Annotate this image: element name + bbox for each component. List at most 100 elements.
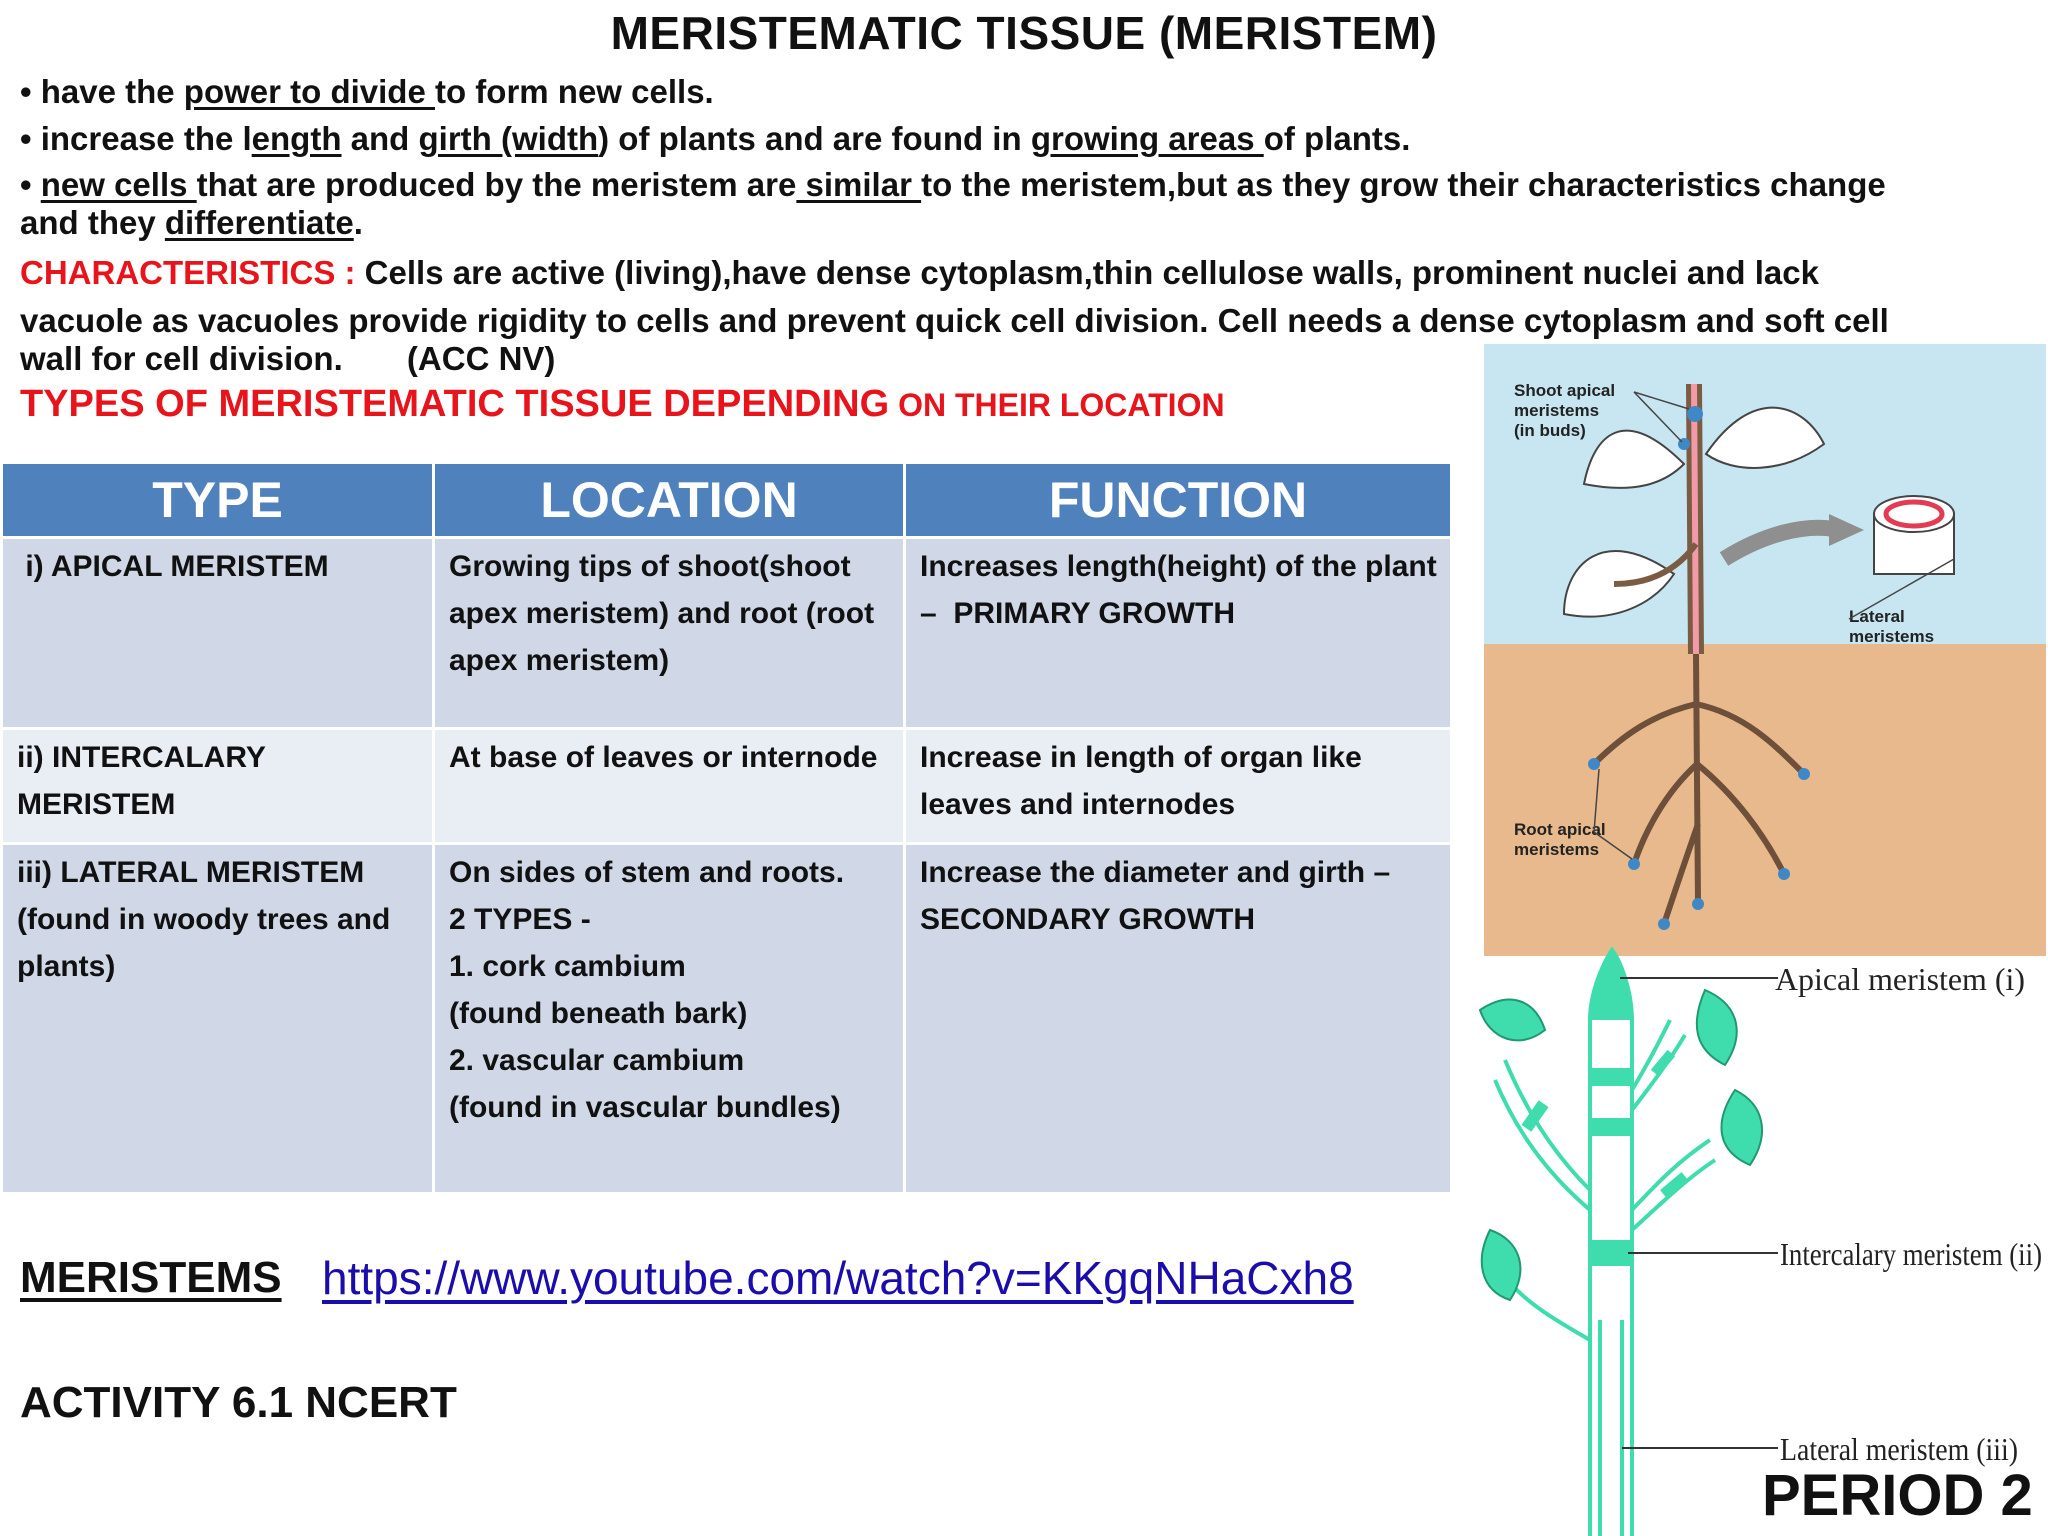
underlined-term: differentiate xyxy=(164,204,354,241)
root-label-line: meristems xyxy=(1514,840,1599,859)
bullet-text: . xyxy=(353,204,363,241)
intercalary-meristem-label: Intercalary meristem (ii) xyxy=(1780,1236,2042,1272)
arrow-head-icon xyxy=(1829,514,1864,546)
types-heading-sub: ON THEIR LOCATION xyxy=(889,387,1225,423)
soil-background xyxy=(1484,644,2046,956)
diagram-labels: Apical meristem (i) Intercalary meristem… xyxy=(1775,961,2042,1467)
bullet-text: ) of plants and are found in xyxy=(598,120,1031,157)
activity-label: ACTIVITY 6.1 NCERT xyxy=(20,1378,457,1427)
cell-type: iii) LATERAL MERISTEM (found in woody tre… xyxy=(0,842,435,1195)
arrow-icon xyxy=(1719,519,1836,566)
cell-line: SECONDARY GROWTH xyxy=(920,903,1256,936)
leaf-icons xyxy=(1478,988,1763,1302)
cell-line: apex meristem) and root (root xyxy=(449,597,875,630)
cell-line: Increases length(height) of the plant xyxy=(920,550,1437,583)
root-label-line: Root apical xyxy=(1514,820,1606,839)
types-heading-main: TYPES OF MERISTEMATIC TISSUE DEPENDING xyxy=(20,383,890,425)
characteristics-line-2: vacuole as vacuoles provide rigidity to … xyxy=(20,302,1889,339)
meristem-types-table: TYPE LOCATION FUNCTION i) APICAL MERISTE… xyxy=(0,461,1453,1195)
apical-meristem-label: Apical meristem (i) xyxy=(1775,961,2025,997)
cell-line: 2 TYPES - xyxy=(449,903,591,936)
plant-meristem-illustration: Shoot apical meristems (in buds) Lateral… xyxy=(1484,344,2046,956)
bullet-text: of plants. xyxy=(1263,120,1411,157)
bullet-power-to-divide: • have the power to divide to form new c… xyxy=(20,72,2030,111)
bullet-new-cells: • new cells that are produced by the mer… xyxy=(20,166,2030,242)
cell-type: ii) INTERCALARY MERISTEM xyxy=(0,727,435,845)
bullet-text: and they xyxy=(20,204,165,241)
cell-line: iii) LATERAL MERISTEM xyxy=(17,856,365,889)
cell-line: Growing tips of shoot(shoot xyxy=(449,550,851,583)
underlined-term: new cells xyxy=(40,166,197,203)
cell-line: i) APICAL MERISTEM xyxy=(17,550,329,583)
types-heading: TYPES OF MERISTEMATIC TISSUE DEPENDING O… xyxy=(20,383,1225,426)
meristem-bands xyxy=(1521,950,1688,1266)
table-row: i) APICAL MERISTEM Growing tips of shoot… xyxy=(0,536,1453,730)
cell-line: 2. vascular cambium xyxy=(449,1044,745,1077)
bullet-text: • have the xyxy=(20,73,184,110)
cell-line: Increase in length of organ like xyxy=(920,741,1362,774)
lateral-label-line: meristems xyxy=(1849,627,1934,646)
cell-line: ii) INTERCALARY MERISTEM xyxy=(17,741,266,821)
lateral-meristem-strip xyxy=(1691,383,1699,655)
leaf-icon xyxy=(1704,406,1826,469)
cell-line: On sides of stem and roots. xyxy=(449,856,845,889)
cell-line: Increase the diameter and girth – xyxy=(920,856,1391,889)
meristem-location-diagram: Apical meristem (i) Intercalary meristem… xyxy=(1478,946,2042,1536)
cell-type: i) APICAL MERISTEM xyxy=(0,536,435,730)
bullet-growth-areas: • increase the length and girth (width) … xyxy=(20,119,2030,158)
lateral-meristem-lines xyxy=(1598,1320,1624,1536)
bullet-text: • xyxy=(20,166,41,203)
bullet-text: and xyxy=(341,120,419,157)
underlined-term: growing areas xyxy=(1030,120,1264,157)
underlined-term: power to divide xyxy=(183,73,435,110)
cell-function: Increase the diameter and girth – SECONDA… xyxy=(903,842,1453,1195)
table-row: ii) INTERCALARY MERISTEM At base of leav… xyxy=(0,727,1453,845)
diagram-leader-lines xyxy=(1620,977,1778,1449)
meristems-label: MERISTEMS xyxy=(20,1253,282,1302)
bullet-text: that are produced by the meristem are xyxy=(196,166,797,203)
cell-line: leaves and internodes xyxy=(920,788,1236,821)
column-header-location: LOCATION xyxy=(432,461,906,539)
cell-location: Growing tips of shoot(shoot apex meristem… xyxy=(432,536,906,730)
video-link[interactable]: https://www.youtube.com/watch?v=KKgqNHaC… xyxy=(322,1252,1354,1304)
cell-location: At base of leaves or internode xyxy=(432,727,906,845)
bullet-text: • increase the l xyxy=(20,120,252,157)
cell-line: 1. cork cambium xyxy=(449,950,686,983)
table-header-row: TYPE LOCATION FUNCTION xyxy=(0,461,1453,539)
cell-function: Increase in length of organ like leaves a… xyxy=(903,727,1453,845)
cell-location: On sides of stem and roots. 2 TYPES - 1. c… xyxy=(432,842,906,1195)
bud-icon xyxy=(1687,406,1703,422)
characteristics-label: CHARACTERISTICS : xyxy=(20,254,356,291)
underlined-term: girth (width xyxy=(418,120,599,157)
bullet-text: to the meristem,but as they grow their c… xyxy=(921,166,1886,203)
cell-line: plants) xyxy=(17,950,116,983)
shoot-label-line: meristems xyxy=(1514,401,1599,420)
page-title: MERISTEMATIC TISSUE (MERISTEM) xyxy=(610,7,1438,59)
roots-icon xyxy=(1591,653,1807,925)
column-header-type: TYPE xyxy=(0,461,435,539)
branch-icon xyxy=(1613,542,1699,587)
period-label: PERIOD 2 xyxy=(1762,1463,2033,1528)
column-header-function: FUNCTION xyxy=(903,461,1453,539)
cell-line: apex meristem) xyxy=(449,644,670,677)
leaf-icon xyxy=(1582,429,1686,489)
cell-function: Increases length(height) of the plant – P… xyxy=(903,536,1453,730)
cell-line: (found in vascular bundles) xyxy=(449,1091,841,1124)
root-tip-icons xyxy=(1588,758,1810,930)
cell-line: (found beneath bark) xyxy=(449,997,748,1030)
cambium-ring-icon xyxy=(1883,499,1945,529)
cell-line: At base of leaves or internode xyxy=(449,741,878,774)
lateral-label-line: Lateral xyxy=(1849,607,1905,626)
underlined-term: ength xyxy=(251,120,342,157)
leader-lines xyxy=(1593,391,1955,860)
bullet-text: to form new cells. xyxy=(434,73,714,110)
lateral-meristem-label: Lateral meristem (iii) xyxy=(1780,1431,2018,1467)
cell-line: (found in woody trees and xyxy=(17,903,391,936)
characteristics-line-3: wall for cell division. (ACC NV) xyxy=(20,340,556,377)
cell-line: – PRIMARY GROWTH xyxy=(920,597,1236,630)
characteristics-text: Cells are active (living),have dense cyt… xyxy=(355,254,1819,291)
table-row: iii) LATERAL MERISTEM (found in woody tre… xyxy=(0,842,1453,1195)
shoot-label-line: (in buds) xyxy=(1514,421,1586,440)
characteristics-paragraph: CHARACTERISTICS : Cells are active (livi… xyxy=(20,253,2030,293)
underlined-term: similar xyxy=(796,166,922,203)
